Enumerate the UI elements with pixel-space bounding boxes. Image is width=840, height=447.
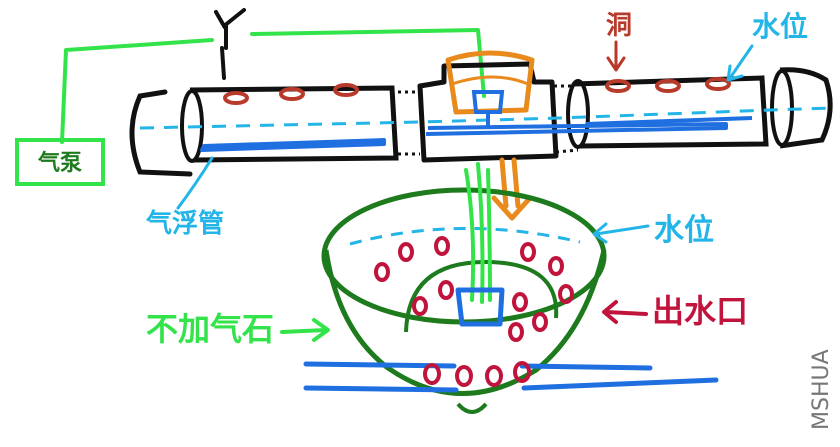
pipe-water-level [139, 106, 833, 130]
no-airstone-arrow [280, 318, 330, 342]
floor-water-line [303, 361, 719, 393]
bowl-hole [485, 365, 503, 387]
bowl-hole [455, 365, 473, 387]
bowl-hole [438, 280, 454, 300]
outlet-label: 出水口 [652, 292, 748, 330]
outlet-arrow [602, 300, 648, 324]
bowl-hole [423, 363, 441, 385]
air-line [60, 28, 486, 144]
bowl-hole [398, 242, 414, 262]
signature: MSHUA [809, 349, 834, 430]
pipe-hole [655, 79, 681, 93]
pipe-hole [279, 87, 305, 101]
bowl-holes [374, 236, 574, 387]
bowl-hole [520, 242, 536, 262]
pipe-air-tube [200, 122, 728, 152]
pipe-hole [333, 83, 359, 97]
bowl-blue-cup [455, 287, 505, 327]
bowl-hole [513, 361, 531, 383]
bowl-hole [508, 322, 524, 342]
tee-net-cup [445, 50, 535, 115]
water-level-top-label: 水位 [752, 10, 808, 43]
hole-label: 洞 [606, 11, 632, 41]
bowl-hole [512, 292, 528, 312]
no-airstone-label: 不加气石 [146, 310, 274, 348]
water-level-bowl-arrow [592, 222, 650, 244]
pipe-hole [223, 91, 249, 105]
water-level-top-arrow [726, 44, 754, 82]
flow-arrow [491, 157, 533, 221]
pipe-hole [705, 77, 731, 91]
bowl-hole [434, 236, 450, 256]
bowl-hole [412, 296, 428, 316]
pipe-air-tube-right [585, 116, 753, 126]
pipe-hole [605, 79, 631, 93]
valve-icon [214, 8, 246, 80]
tee-blue-cup [471, 90, 505, 128]
plant-stems [464, 162, 492, 304]
air-tube-label: 气浮管 [145, 208, 224, 239]
bowl-hole [558, 284, 574, 304]
water-level-bowl-label: 水位 [654, 213, 714, 248]
air-pump-box [15, 138, 105, 186]
hole-arrow [606, 40, 626, 72]
pipe-holes [223, 77, 731, 105]
bowl-water-level [349, 227, 581, 246]
air-tube-arrow [176, 156, 214, 210]
bowl-hole [374, 262, 390, 282]
bowl-hole [532, 312, 548, 332]
air-pump-label: 气泵 [37, 150, 82, 176]
bowl-hole [548, 256, 564, 276]
